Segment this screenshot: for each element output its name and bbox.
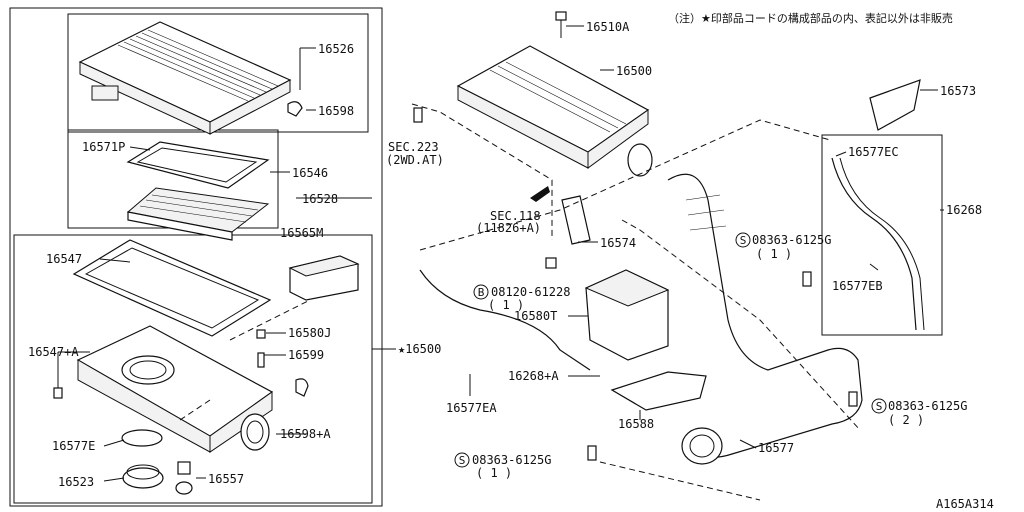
label-08120-61228: 08120-61228 bbox=[491, 285, 570, 299]
label-16599: 16599 bbox=[288, 348, 324, 362]
label-08363-c: 08363-6125G bbox=[888, 399, 967, 413]
stud-16599 bbox=[257, 352, 265, 368]
air-cleaner-lower-case bbox=[76, 325, 274, 453]
screw-08363-b bbox=[587, 445, 597, 461]
sec-223-part bbox=[413, 107, 423, 123]
label-sec-118: SEC.118 bbox=[490, 209, 541, 223]
label-16500-star: ★16500 bbox=[398, 342, 441, 356]
hose-16268 bbox=[831, 157, 925, 331]
label-08363-c-qty: ( 2 ) bbox=[888, 413, 924, 427]
assembly-frame bbox=[9, 7, 383, 507]
screw-symbol-c: S bbox=[876, 400, 883, 413]
label-16500: 16500 bbox=[616, 64, 652, 78]
label-sec-118-sub: (11826+A) bbox=[476, 221, 541, 235]
label-16598A: 16598+A bbox=[280, 427, 331, 441]
clip-16598 bbox=[287, 101, 303, 117]
label-08363-b-qty: ( 1 ) bbox=[476, 466, 512, 480]
bracket-16573 bbox=[869, 79, 921, 131]
label-08363-a: 08363-6125G bbox=[752, 233, 831, 247]
label-08363-b: 08363-6125G bbox=[472, 453, 551, 467]
label-16577: 16577 bbox=[758, 441, 794, 455]
lower-case-frame bbox=[13, 234, 373, 504]
label-16523: 16523 bbox=[58, 475, 94, 489]
hose-group-frame bbox=[821, 134, 943, 336]
label-08120-qty: ( 1 ) bbox=[488, 298, 524, 312]
resonator-16565M bbox=[288, 255, 360, 301]
bolt-symbol: B bbox=[478, 286, 485, 299]
label-16565M: 16565M bbox=[280, 226, 323, 240]
label-16588: 16588 bbox=[618, 417, 654, 431]
filter-seal-16571P bbox=[126, 141, 270, 189]
bolt-08120 bbox=[545, 257, 557, 269]
grommet-16523 bbox=[122, 464, 164, 489]
label-16577E: 16577E bbox=[52, 439, 95, 453]
screw-symbol-b: S bbox=[459, 454, 466, 467]
label-16528: 16528 bbox=[302, 192, 338, 206]
mount-16557 bbox=[175, 461, 193, 495]
air-cleaner-cover-16526 bbox=[78, 21, 292, 135]
clip-16580J bbox=[256, 329, 266, 339]
label-16573: 16573 bbox=[940, 84, 976, 98]
label-16577EA: 16577EA bbox=[446, 401, 497, 415]
air-cleaner-assembly-16500 bbox=[456, 45, 653, 177]
bracket-16574 bbox=[561, 195, 591, 245]
label-16577EC: 16577EC bbox=[848, 145, 899, 159]
label-16557: 16557 bbox=[208, 472, 244, 486]
screw-08363-a bbox=[802, 271, 812, 287]
label-16547A: 16547+A bbox=[28, 345, 79, 359]
screw-symbol-circle-b bbox=[454, 452, 470, 468]
label-16526: 16526 bbox=[318, 42, 354, 56]
bracket-16588 bbox=[610, 371, 707, 411]
hose-16268A bbox=[419, 269, 591, 371]
clip-16547A bbox=[53, 387, 63, 399]
label-16577EB: 16577EB bbox=[832, 279, 883, 293]
note-text: （注）★印部品コードの構成部品の内、表記以外は非販売 bbox=[668, 11, 953, 25]
label-16571P: 16571P bbox=[82, 140, 125, 154]
label-08363-a-qty: ( 1 ) bbox=[756, 247, 792, 261]
label-16547: 16547 bbox=[46, 252, 82, 266]
label-16546: 16546 bbox=[292, 166, 328, 180]
label-16580T: 16580T bbox=[514, 309, 557, 323]
label-16510A: 16510A bbox=[586, 20, 630, 34]
air-duct-16577 bbox=[667, 173, 863, 465]
label-16580J: 16580J bbox=[288, 326, 331, 340]
label-16268: 16268 bbox=[946, 203, 982, 217]
diagram-id: A165A314 bbox=[936, 497, 994, 511]
resonator-16580T bbox=[584, 269, 670, 361]
bolt-16510A bbox=[555, 11, 567, 38]
screw-08363-c bbox=[848, 391, 858, 407]
label-16268A: 16268+A bbox=[508, 369, 559, 383]
screw-symbol-a: S bbox=[740, 234, 747, 247]
screw-symbol-circle-a bbox=[735, 232, 751, 248]
clip-16598A bbox=[295, 378, 309, 397]
label-sec-223-sub: (2WD.AT) bbox=[386, 153, 444, 167]
label-sec-223: SEC.223 bbox=[388, 140, 439, 154]
label-16574: 16574 bbox=[600, 236, 636, 250]
cover-group-frame bbox=[67, 13, 369, 133]
gasket-16547 bbox=[72, 239, 272, 337]
label-16598: 16598 bbox=[318, 104, 354, 118]
screw-symbol-circle-c bbox=[871, 398, 887, 414]
sec-118-arrow bbox=[530, 186, 550, 202]
clamp-16577E bbox=[121, 429, 163, 447]
filter-element-16546 bbox=[126, 187, 270, 241]
bolt-symbol-circle bbox=[473, 284, 489, 300]
